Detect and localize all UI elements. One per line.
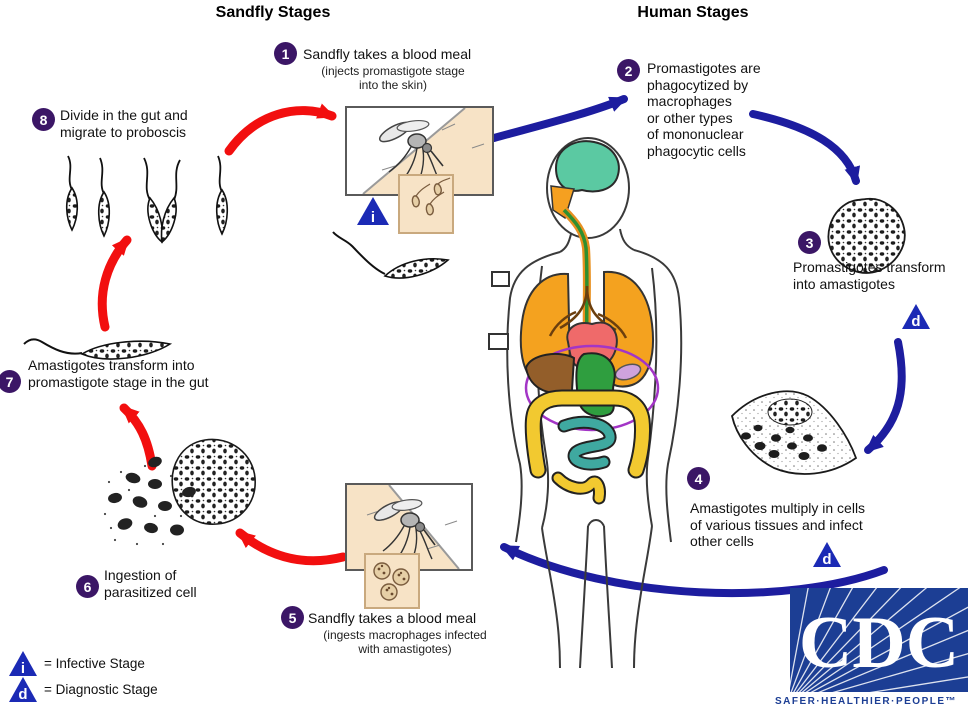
arrow-step1-to-step2 xyxy=(490,95,628,142)
legend-diagnostic-icon: d xyxy=(9,677,37,703)
step1-sublabel: (injects promastigote stage into the ski… xyxy=(321,64,465,92)
step5-label: Sandfly takes a blood meal xyxy=(308,610,477,626)
legend-infective-icon: i xyxy=(9,651,37,677)
liver-illustration xyxy=(524,352,576,394)
promastigote-gut-illustration xyxy=(23,338,173,360)
sandfly-bite-box-bottom xyxy=(345,483,473,571)
cdc-acronym: CDC xyxy=(799,602,959,684)
step8-number-badge: 8 xyxy=(32,108,55,131)
arrow-step3-to-step4 xyxy=(864,338,906,454)
svg-text:i: i xyxy=(371,209,375,226)
step7-label: Amastigotes transform into promastigote … xyxy=(28,357,209,390)
svg-text:d: d xyxy=(911,313,920,330)
step3-label: Promastigotes transform into amastigotes xyxy=(793,259,946,292)
step2-label: Promastigotes are phagocytized by macrop… xyxy=(647,60,761,159)
human-body-illustration xyxy=(488,137,683,669)
arrow-step2-to-step3 xyxy=(749,110,861,185)
step4-label: Amastigotes multiply in cells of various… xyxy=(690,500,866,550)
sandfly-illustration xyxy=(378,119,444,187)
legend-diagnostic-label: = Diagnostic Stage xyxy=(44,682,158,697)
step3-number-badge: 3 xyxy=(798,231,821,254)
step2-number-badge: 2 xyxy=(617,59,640,82)
diagnostic-stage-icon: d xyxy=(813,542,841,568)
cdc-logo-rays xyxy=(790,588,968,692)
promastigote-illustration xyxy=(332,231,450,279)
svg-text:d: d xyxy=(18,686,27,703)
svg-text:d: d xyxy=(822,551,831,568)
amastigote-inset-bottom xyxy=(364,553,420,609)
cdc-tagline: SAFER·HEALTHIER·PEOPLE™ xyxy=(774,696,958,707)
sandfly-illustration xyxy=(373,499,436,564)
brain-illustration xyxy=(554,140,620,193)
legend-infective-label: = Infective Stage xyxy=(44,656,145,671)
svg-text:i: i xyxy=(21,660,25,677)
amastigote-cluster-illustration xyxy=(827,198,906,274)
blue-cycle-arrows xyxy=(490,95,906,598)
human-stages-title: Human Stages xyxy=(637,4,749,21)
diagnostic-stage-icon: d xyxy=(902,304,930,330)
step7-number-badge: 7 xyxy=(0,370,21,393)
step1-number-badge: 1 xyxy=(274,42,297,65)
step6-label: Ingestion of parasitized cell xyxy=(104,567,197,600)
step6-number-badge: 6 xyxy=(76,575,99,598)
step1-label: Sandfly takes a blood meal xyxy=(303,46,472,62)
step5-number-badge: 5 xyxy=(281,606,304,629)
sandfly-stages-title: Sandfly Stages xyxy=(215,4,331,21)
dividing-promastigotes-illustration xyxy=(65,155,229,244)
parasitized-cell-illustration xyxy=(103,438,256,546)
arrow-step4-to-step5 xyxy=(500,543,888,598)
step5-sublabel: (ingests macrophages infected with amast… xyxy=(323,628,487,656)
promastigote-inset-top xyxy=(398,174,454,234)
arrow-step7-to-step8 xyxy=(97,235,132,332)
arrow-step5-to-step6 xyxy=(235,528,348,566)
infective-stage-icon: i xyxy=(357,197,389,226)
step4-number-badge: 4 xyxy=(687,467,710,490)
cdc-logo: CDC xyxy=(790,588,968,692)
step8-label: Divide in the gut and migrate to probosc… xyxy=(60,107,188,140)
stomach-illustration xyxy=(575,352,616,418)
small-intestine-illustration xyxy=(559,417,615,469)
infected-cell-illustration xyxy=(731,390,858,475)
arrow-step8-to-step1 xyxy=(224,103,337,156)
large-intestine-illustration xyxy=(526,391,649,477)
